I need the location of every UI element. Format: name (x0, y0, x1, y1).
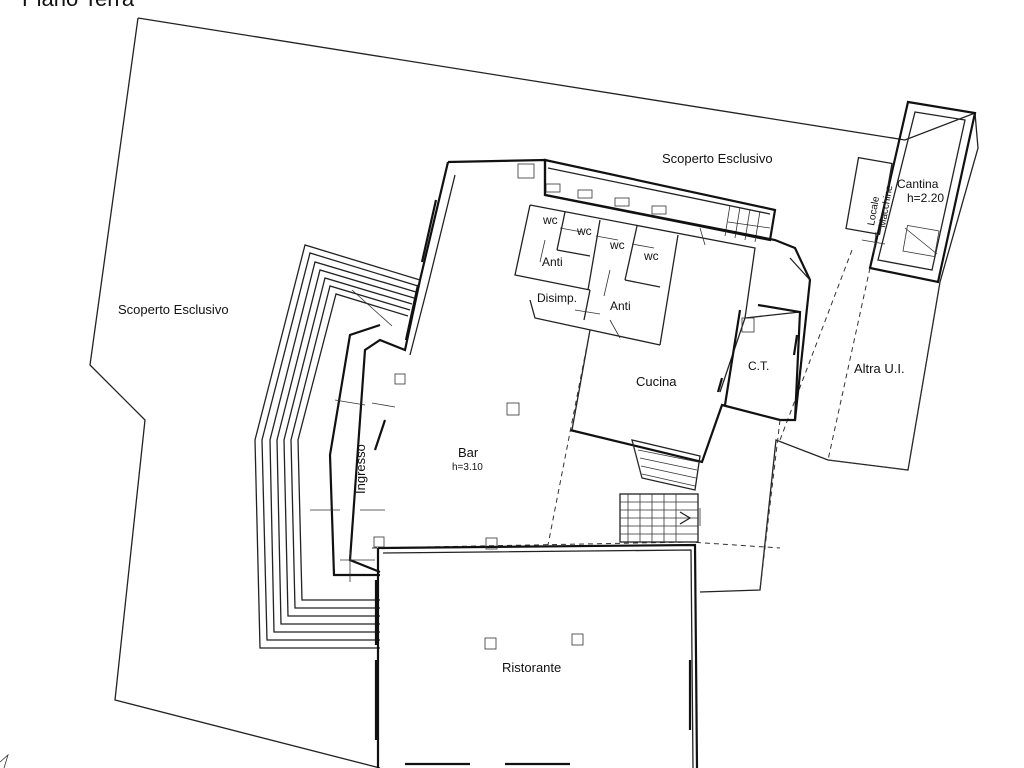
service-strip (517, 158, 777, 243)
terrace-steps (254, 244, 421, 649)
label-macchine: Macchine (877, 184, 895, 228)
label-bar-height: h=3.10 (452, 462, 483, 473)
label-ingresso: Ingresso (353, 444, 368, 494)
label-scoperto-top: Scoperto Esclusivo (662, 151, 773, 166)
bar-dashed-boundary (547, 329, 591, 546)
property-boundary-left (89, 17, 381, 768)
north-arrow-icon (0, 753, 9, 768)
label-bar: Bar (458, 445, 479, 460)
terrace-dashed-right (759, 419, 781, 591)
label-ristorante: Ristorante (502, 660, 561, 675)
ristorante-room (373, 536, 699, 768)
small-stair (631, 439, 701, 491)
main-stair (619, 493, 701, 543)
label-altra-ui: Altra U.I. (854, 361, 905, 376)
cantina-block (845, 100, 977, 284)
label-wc-4: wc (643, 249, 659, 263)
label-wc-2: wc (576, 224, 592, 238)
label-scoperto-left: Scoperto Esclusivo (118, 302, 229, 317)
label-locale: Locale (866, 195, 882, 226)
main-building (348, 158, 812, 574)
altra-ui-side (779, 249, 853, 441)
label-wc-3: wc (609, 238, 625, 252)
label-disimp: Disimp. (537, 291, 577, 305)
altra-ui-boundary (827, 267, 941, 471)
label-ct: C.T. (748, 359, 769, 373)
cucina-ct (571, 257, 811, 431)
bar-pillar (506, 402, 520, 416)
floor-title: Piano Terra (22, 0, 135, 11)
wc-block (514, 204, 756, 393)
label-anti-1: Anti (542, 255, 563, 269)
label-cantina: Cantina (897, 177, 939, 191)
label-cantina-height: h=2.20 (907, 191, 944, 205)
label-wc-1: wc (542, 213, 558, 227)
label-cucina: Cucina (636, 374, 677, 389)
label-anti-2: Anti (610, 299, 631, 313)
